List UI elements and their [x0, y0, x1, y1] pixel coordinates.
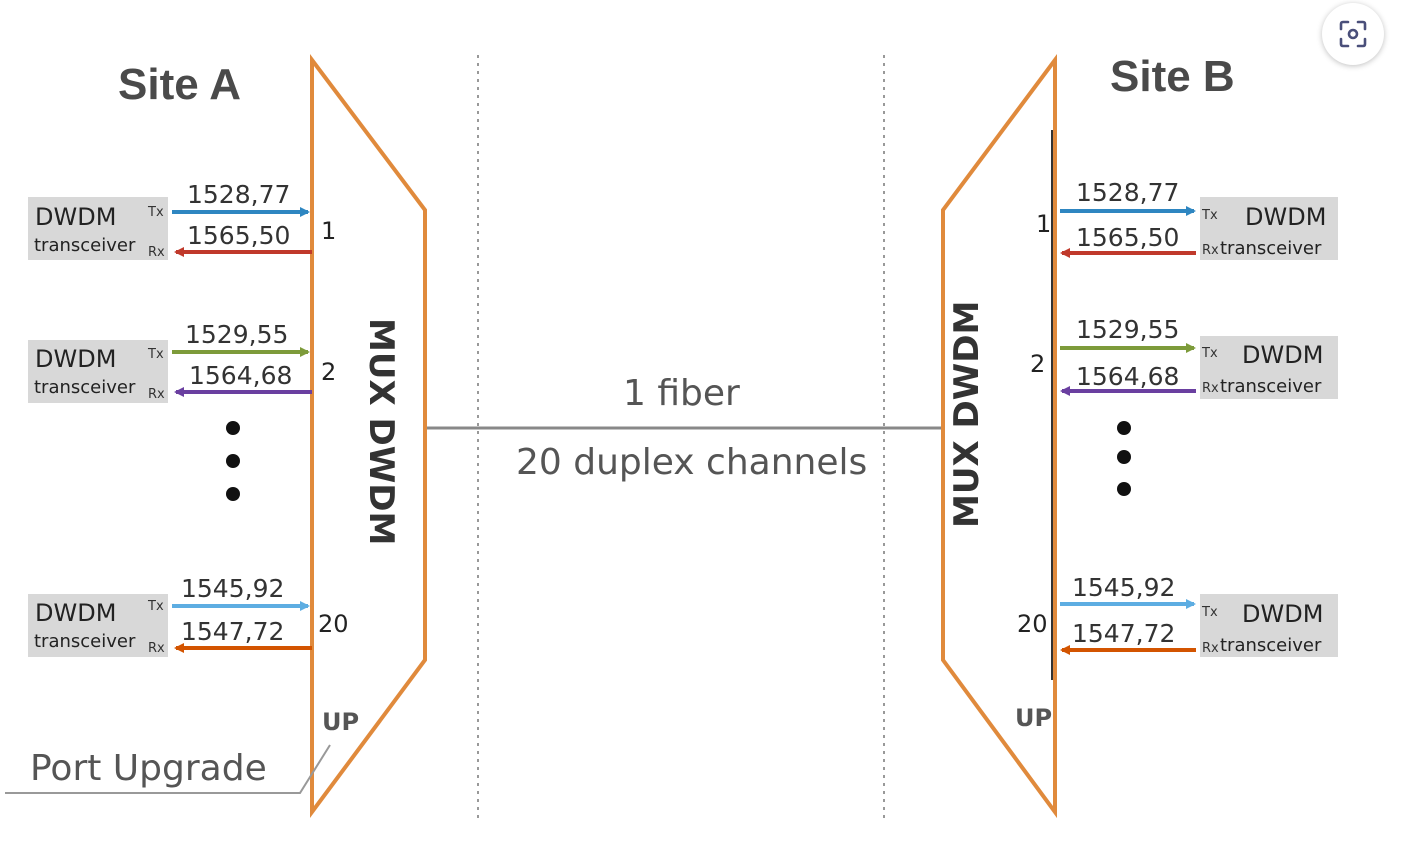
tx-label: Tx [147, 347, 164, 362]
transceiver-a-20 [28, 594, 168, 657]
transceiver-b-2 [1200, 336, 1338, 399]
transceiver-subtitle: transceiver [34, 631, 136, 652]
port-upgrade-label: Port Upgrade [30, 748, 267, 789]
transceiver-a-1 [28, 197, 168, 260]
tx-label: Tx [147, 599, 164, 614]
rx-frequency: 1565,50 [187, 221, 290, 250]
tx-label: Tx [1201, 605, 1218, 620]
rx-frequency: 1547,72 [181, 617, 284, 646]
site-b-title: Site B [1110, 52, 1235, 101]
ellipsis-dot [226, 487, 240, 501]
transceiver-subtitle: transceiver [34, 235, 136, 256]
rx-label: Rx [148, 245, 165, 260]
mux-label-site-a: MUX DWDM [361, 318, 401, 545]
tx-frequency: 1545,92 [1072, 573, 1175, 602]
tx-frequency: 1529,55 [1076, 315, 1179, 344]
tx-frequency: 1528,77 [1076, 178, 1179, 207]
mux-site-a [310, 54, 427, 819]
transceiver-subtitle: transceiver [1220, 635, 1322, 656]
tx-label: Tx [1201, 208, 1218, 223]
rx-label: Rx [148, 641, 165, 656]
port-number: 1 [321, 217, 336, 245]
transceiver-a-2 [28, 340, 168, 403]
expand-scan-icon [1339, 20, 1367, 48]
port-number: 2 [1030, 350, 1045, 378]
transceiver-title: DWDM [1245, 203, 1326, 231]
expand-scan-button[interactable] [1322, 3, 1384, 65]
port-upgrade-leader [5, 744, 331, 794]
ellipsis-dot [1117, 421, 1131, 435]
transceiver-b-1 [1200, 197, 1338, 260]
transceiver-title: DWDM [35, 203, 116, 231]
rx-label: Rx [1202, 243, 1219, 258]
rx-frequency: 1564,68 [189, 361, 292, 390]
transceiver-b-20 [1200, 594, 1338, 657]
transceiver-title: DWDM [1242, 600, 1323, 628]
transceiver-subtitle: transceiver [1220, 238, 1322, 259]
tx-label: Tx [1201, 346, 1218, 361]
rx-frequency: 1547,72 [1072, 619, 1175, 648]
rx-label: Rx [1202, 641, 1219, 656]
rx-frequency: 1565,50 [1076, 223, 1179, 252]
tx-label: Tx [147, 205, 164, 220]
transceiver-title: DWDM [1242, 341, 1323, 369]
port-number: 1 [1036, 210, 1051, 238]
up-label-site-a: UP [322, 708, 359, 736]
port-number: 2 [321, 358, 336, 386]
transceiver-title: DWDM [35, 345, 116, 373]
port-number: 20 [318, 610, 349, 638]
tx-frequency: 1528,77 [187, 180, 290, 209]
rx-label: Rx [1202, 381, 1219, 396]
ellipsis-dot [1117, 450, 1131, 464]
tx-frequency: 1529,55 [185, 320, 288, 349]
ellipsis-dot [1117, 482, 1131, 496]
mux-site-b [941, 53, 1057, 819]
fiber-label: 1 fiber [623, 373, 740, 414]
tx-frequency: 1545,92 [181, 574, 284, 603]
transceiver-subtitle: transceiver [1220, 376, 1322, 397]
rx-frequency: 1564,68 [1076, 362, 1179, 391]
mux-label-site-b: MUX DWDM [947, 301, 987, 528]
rx-label: Rx [148, 387, 165, 402]
up-label-site-b: UP [1015, 704, 1052, 732]
ellipsis-dot [226, 454, 240, 468]
site-a-title: Site A [118, 60, 241, 109]
channels-label: 20 duplex channels [516, 442, 867, 483]
transceiver-title: DWDM [35, 599, 116, 627]
port-number: 20 [1017, 610, 1048, 638]
ellipsis-dot [226, 421, 240, 435]
transceiver-subtitle: transceiver [34, 377, 136, 398]
